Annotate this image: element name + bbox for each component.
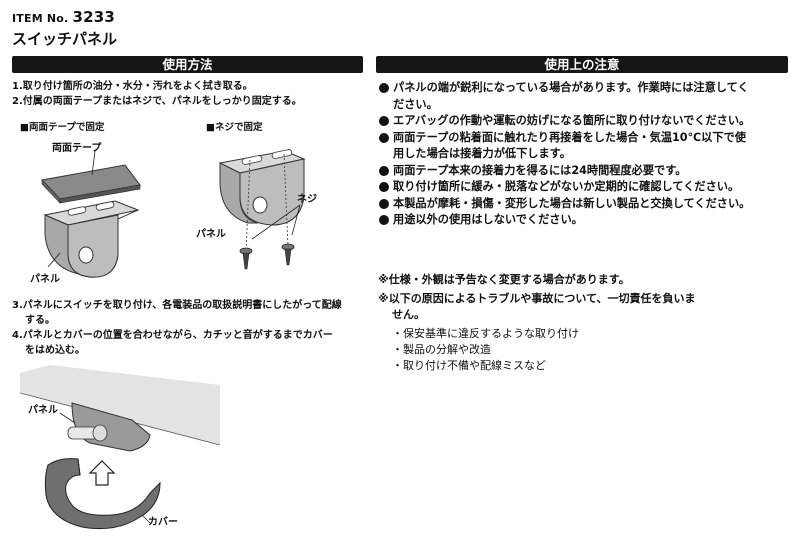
caution-item: 用途以外の使用はしないでください。 <box>378 212 750 229</box>
product-name: スイッチパネル <box>12 30 118 48</box>
method-screw-heading: ■ネジで固定 <box>206 122 263 133</box>
panel-label-cover: パネル <box>28 405 58 416</box>
caution-item: パネルの端が鋭利になっている場合があります。作業時には注意してく <box>378 80 750 97</box>
panel-label-screw: パネル <box>196 229 226 240</box>
footnote-spec: ※仕様・外観は予告なく変更する場合があります。 <box>378 273 630 286</box>
bullet-icon <box>379 198 389 209</box>
footnotes: ※仕様・外観は予告なく変更する場合があります。 ※以下の原因によるトラブルや事故… <box>378 272 695 374</box>
caution-item: 両面テープの粘着面に触れたり再接着をした場合・気温10℃以下で使 <box>378 130 750 147</box>
cover-shape <box>44 458 161 530</box>
screw-label: ネジ <box>297 194 317 205</box>
tape-label: 両面テープ <box>52 143 102 154</box>
usage-step-2: 2.付属の両面テープまたはネジで、パネルをしっかり固定する。 <box>12 96 302 107</box>
cause-item: ・製品の分解や改造 <box>392 343 491 356</box>
caution-list: パネルの端が鋭利になっている場合があります。作業時には注意してく ださい。 エア… <box>378 80 750 229</box>
caution-item: 取り付け箇所に緩み・脱落などがないか定期的に確認してください。 <box>378 179 750 196</box>
usage-step-3: 3.パネルにスイッチを取り付け、各電装品の取扱説明書にしたがって配線 <box>12 300 342 311</box>
screw-right-shape <box>281 243 295 266</box>
item-label: ITEM No. <box>12 12 69 25</box>
footnote-liability: ※以下の原因によるトラブルや事故について、一切責任を負いま <box>378 292 696 305</box>
up-arrow-icon <box>88 460 116 486</box>
switch-hole <box>78 246 94 264</box>
caution-section-title: 使用上の注意 <box>376 56 788 73</box>
bullet-icon <box>379 165 389 176</box>
usage-section-title: 使用方法 <box>12 56 363 73</box>
bullet-icon <box>379 215 389 225</box>
bullet-icon <box>379 182 389 192</box>
caution-item: 両面テープ本来の接着力を得るには24時間程度必要です。 <box>378 163 750 180</box>
method-tape-heading: ■両面テープで固定 <box>20 122 105 133</box>
item-number: 3233 <box>72 8 116 26</box>
usage-step-4-cont: をはめ込む。 <box>25 345 85 356</box>
panel-label-tape: パネル <box>30 274 60 285</box>
bullet-icon <box>379 83 389 93</box>
bullet-icon <box>379 116 389 126</box>
cause-item: ・保安基準に違反するような取り付け <box>392 327 579 340</box>
cause-item: ・取り付け不備や配線ミスなど <box>392 359 546 372</box>
bullet-icon <box>379 132 389 143</box>
usage-step-1: 1.取り付け箇所の油分・水分・汚れをよく拭き取る。 <box>12 81 253 92</box>
screw-left-shape <box>239 247 253 270</box>
usage-steps-bottom: 3.パネルにスイッチを取り付け、各電装品の取扱説明書にしたがって配線 する。 4… <box>12 298 342 358</box>
caution-item: 本製品が摩耗・損傷・変形した場合は新しい製品と交換してください。 <box>378 196 750 213</box>
footnote-liability-cont: せん。 <box>392 308 425 321</box>
item-number-label: ITEM No. 3233 <box>12 8 115 26</box>
usage-step-4: 4.パネルとカバーの位置を合わせながら、カチッと音がするまでカバー <box>12 330 333 341</box>
caution-item-cont: 用した場合は接着力が低下します。 <box>393 147 571 160</box>
usage-step-3-cont: する。 <box>25 315 55 326</box>
cover-install-illustration <box>20 365 221 530</box>
caution-item-cont: ださい。 <box>393 97 438 111</box>
cover-label: カバー <box>148 517 178 528</box>
tape-mount-illustration <box>41 150 141 278</box>
screw-mount-illustration <box>218 149 306 270</box>
caution-item: エアバッグの作動や運転の妨げになる箇所に取り付けないでください。 <box>378 113 750 130</box>
mounting-surface <box>20 365 220 445</box>
switch-shape <box>67 424 108 442</box>
panel-front-face <box>67 214 119 278</box>
usage-steps-top: 1.取り付け箇所の油分・水分・汚れをよく拭き取る。 2.付属の両面テープまたはネ… <box>12 79 302 109</box>
